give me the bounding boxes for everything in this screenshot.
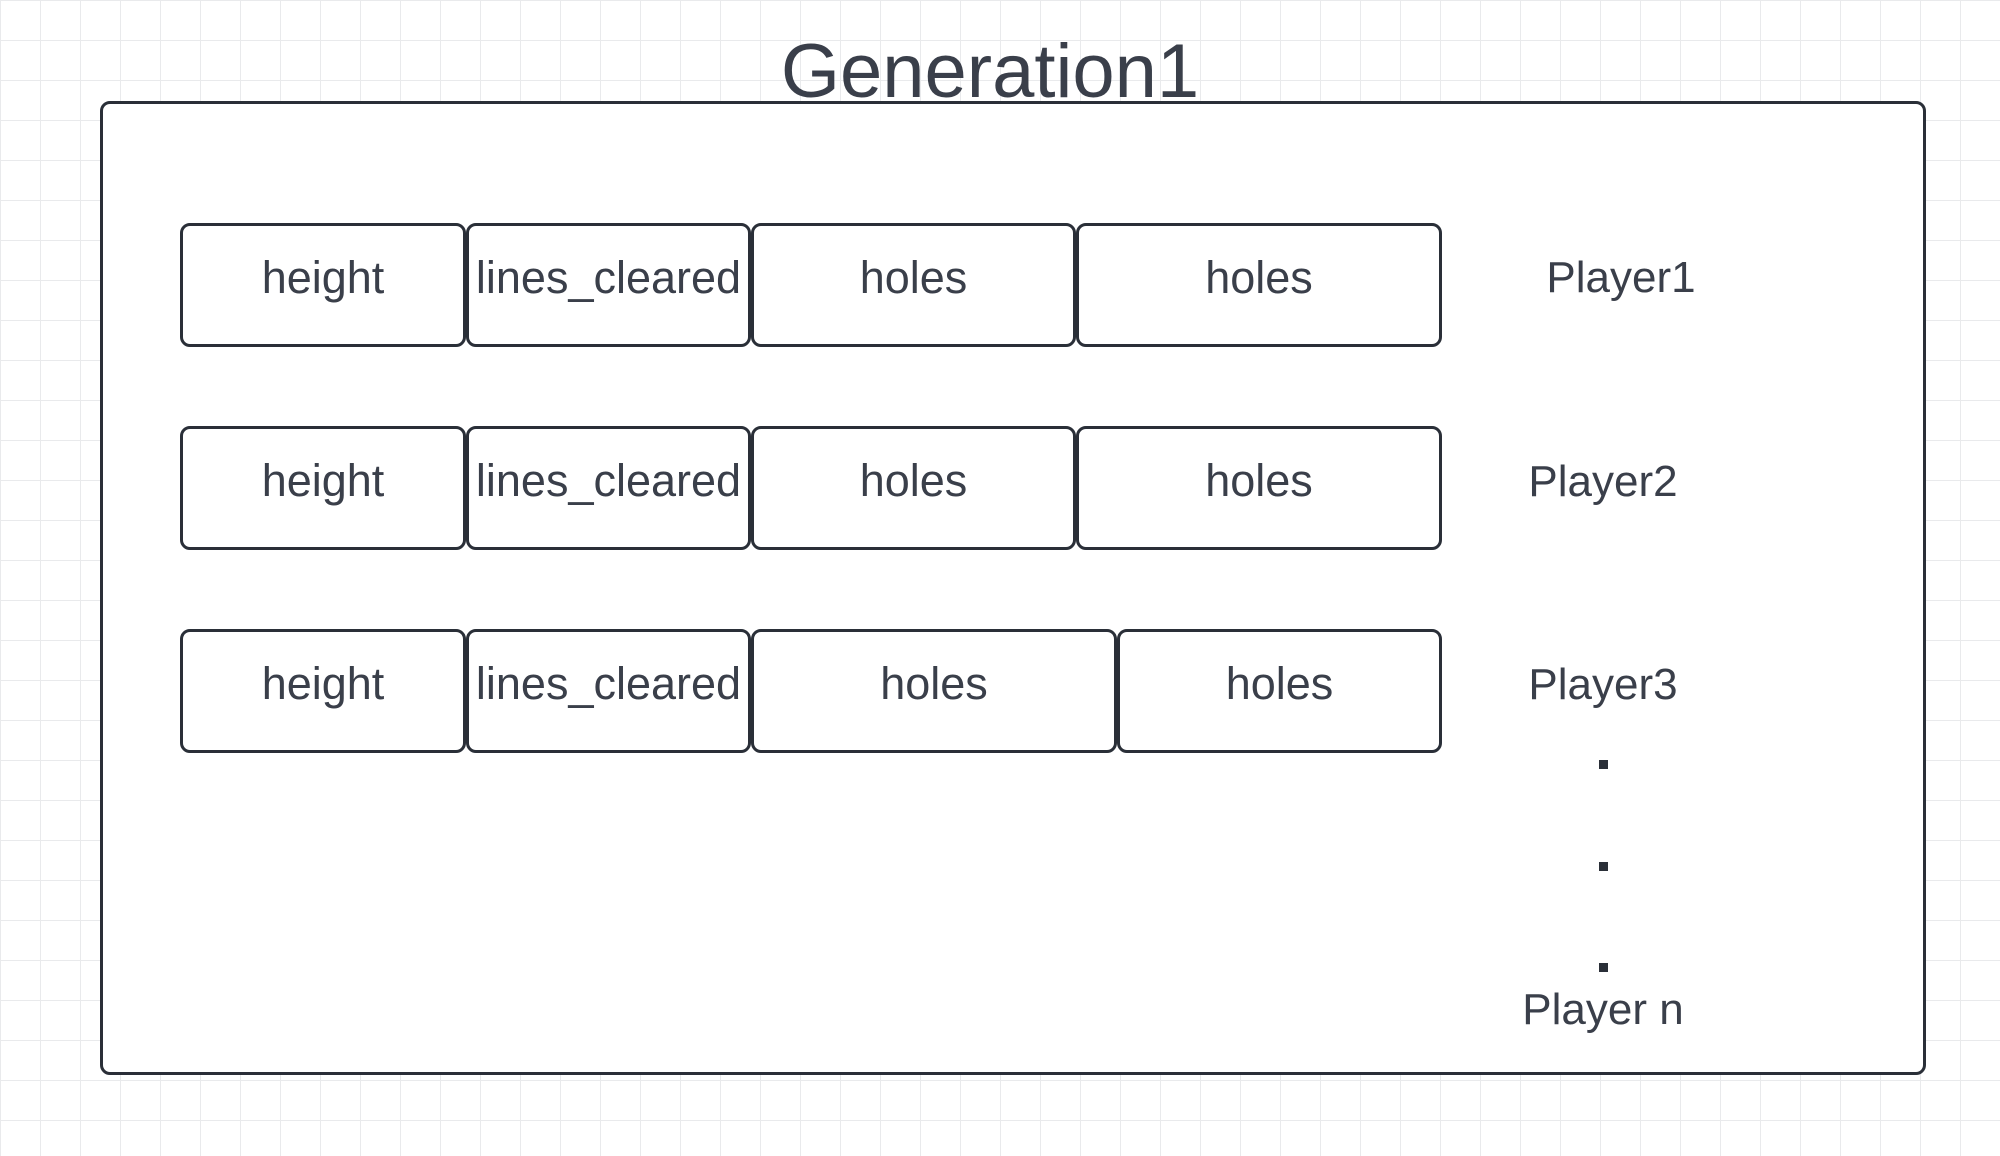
player-row: height lines_cleared holes holes	[180, 223, 1442, 347]
gene-cell-height: height	[180, 223, 466, 347]
gene-cell-height: height	[180, 629, 466, 753]
gene-cell-height: height	[180, 426, 466, 550]
generation-title: Generation1	[780, 29, 1200, 114]
player-label: Player2	[1528, 457, 1678, 506]
gene-cell-holes: holes	[1117, 629, 1442, 753]
player-row: height lines_cleared holes holes	[180, 426, 1442, 550]
player-label: Player3	[1528, 660, 1678, 709]
ellipsis-dot	[1599, 963, 1608, 972]
gene-cell-lines-cleared: lines_cleared	[466, 629, 751, 753]
gene-cell-holes: holes	[1076, 426, 1442, 550]
gene-cell-lines-cleared: lines_cleared	[466, 223, 751, 347]
gene-cell-holes: holes	[1076, 223, 1442, 347]
ellipsis-dot	[1599, 760, 1608, 769]
gene-cell-holes: holes	[751, 629, 1117, 753]
ellipsis-dot	[1599, 862, 1608, 871]
gene-cell-holes: holes	[751, 426, 1076, 550]
gene-cell-lines-cleared: lines_cleared	[466, 426, 751, 550]
player-row: height lines_cleared holes holes	[180, 629, 1442, 753]
player-label: Player1	[1546, 253, 1696, 302]
player-n-label: Player n	[1522, 985, 1684, 1034]
gene-cell-holes: holes	[751, 223, 1076, 347]
